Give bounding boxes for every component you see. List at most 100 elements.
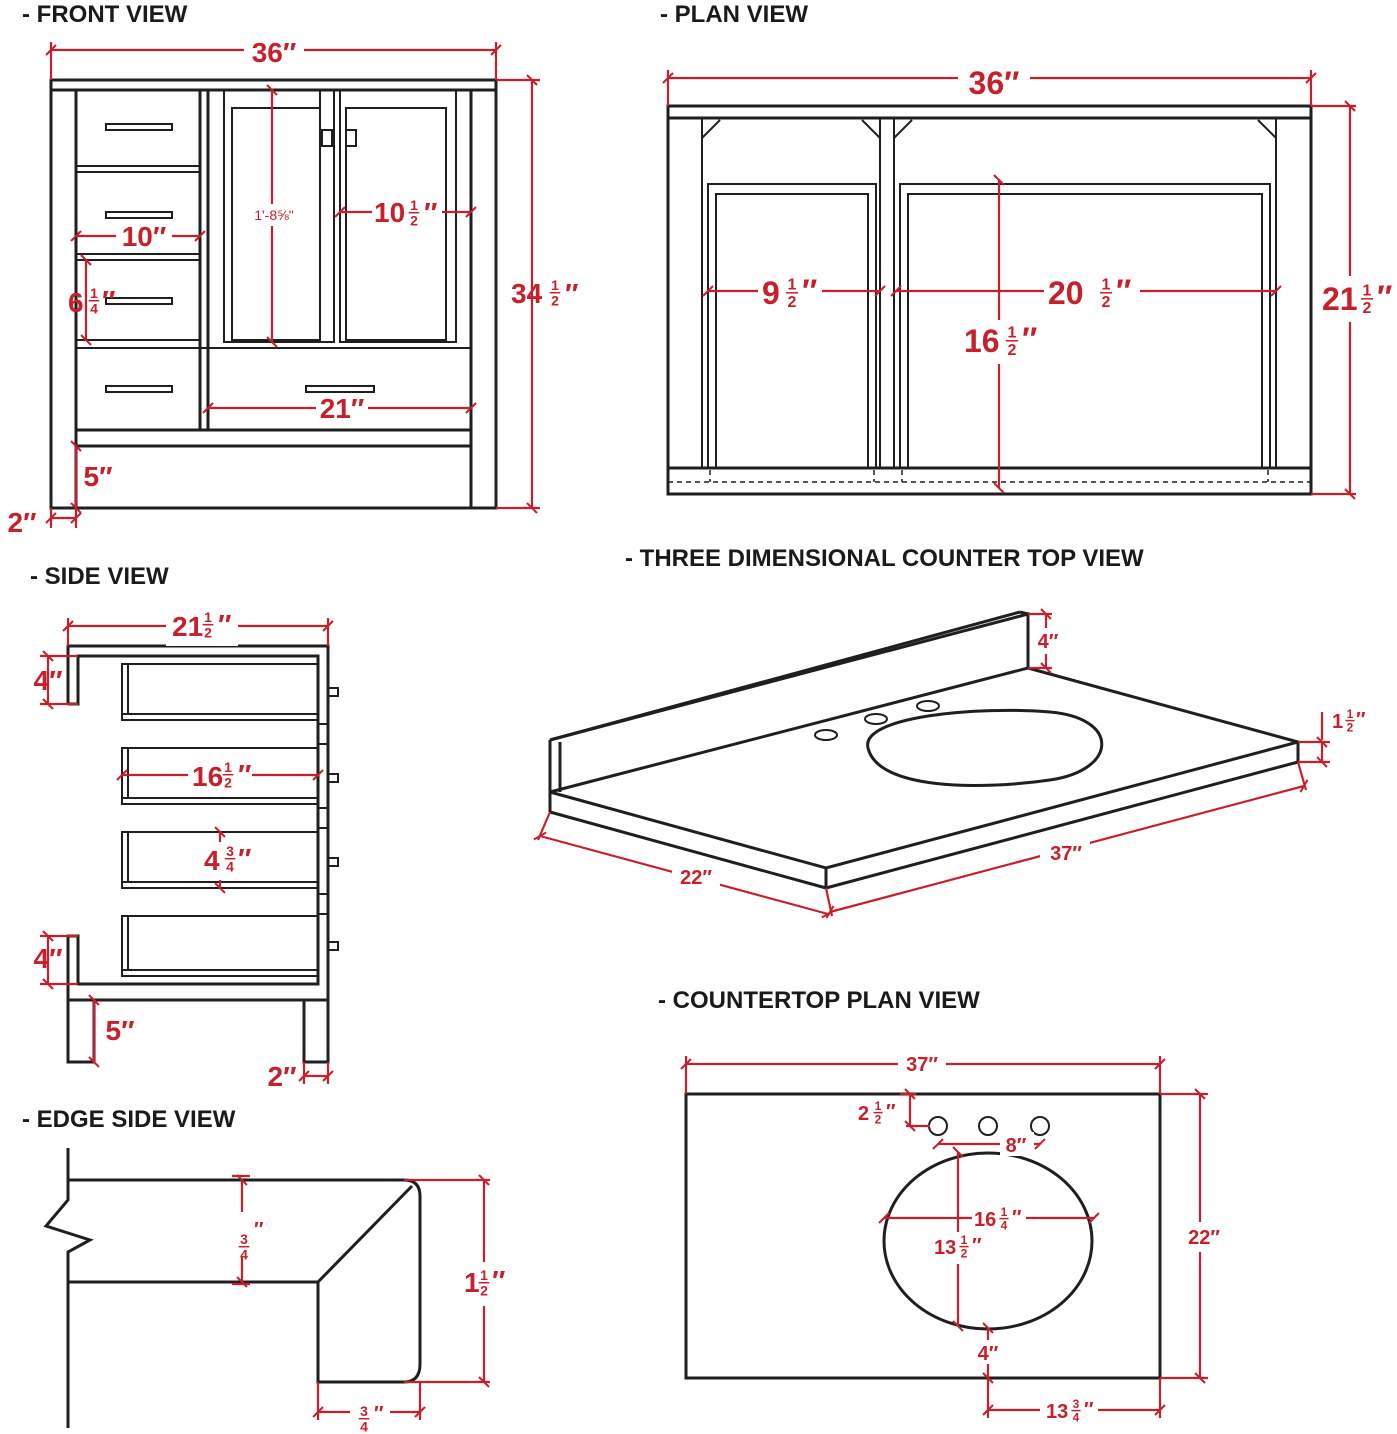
svg-text:16: 16: [964, 323, 1000, 359]
svg-text:12: 12: [788, 277, 797, 312]
svg-text:12: 12: [410, 197, 418, 228]
svg-text:″: ″: [1012, 1207, 1022, 1229]
svg-text:″: ″: [374, 1403, 384, 1425]
svg-text:16: 16: [192, 761, 223, 792]
svg-text:21: 21: [172, 611, 203, 642]
svg-text:34: 34: [226, 843, 234, 874]
side-view-dimensions: [40, 606, 334, 1084]
svg-text:34: 34: [360, 1403, 368, 1434]
svg-text:13: 13: [934, 1237, 956, 1259]
counter3d-drawing: [548, 610, 1304, 890]
front-leg-width-label: 2″: [8, 507, 37, 538]
side-leg-width-label: 2″: [268, 1061, 297, 1092]
side-leg-height-label: 5″: [106, 1015, 135, 1046]
svg-text:13: 13: [1046, 1401, 1068, 1423]
svg-text:34: 34: [240, 1231, 248, 1262]
countertop-plan-drawing: [684, 1092, 1162, 1380]
edge-view-drawing: [43, 1148, 422, 1428]
svg-text:12: 12: [224, 759, 232, 790]
svg-text:″: ″: [1356, 709, 1366, 731]
svg-text:12: 12: [1347, 707, 1354, 734]
svg-text:12: 12: [1102, 277, 1111, 312]
svg-text:1: 1: [1332, 711, 1343, 733]
countertop-length-label: 37″: [906, 1054, 938, 1076]
countertop-faucet-spread-label: 8″: [1006, 1135, 1027, 1157]
svg-text:12: 12: [551, 277, 559, 308]
side-bottom-gap-label: 4″: [34, 943, 63, 974]
front-leg-height-label: 5″: [84, 461, 113, 492]
front-bottom-drawer-label: 21″: [320, 393, 365, 424]
plan-view-dimensions: [662, 62, 1394, 500]
svg-text:″: ″: [972, 1235, 982, 1257]
svg-text:16: 16: [974, 1209, 996, 1231]
countertop-plan-dimensions: [680, 1050, 1226, 1426]
front-width-label: 36″: [252, 37, 297, 68]
front-view-drawing: [49, 78, 498, 510]
svg-text:9: 9: [762, 275, 780, 311]
svg-text:4: 4: [204, 845, 220, 876]
svg-text:″: ″: [886, 1101, 896, 1123]
svg-text:14: 14: [90, 285, 98, 316]
svg-text:″: ″: [565, 278, 578, 309]
plan-view-title: - PLAN VIEW: [660, 1, 808, 28]
svg-text:2: 2: [858, 1103, 869, 1125]
svg-text:14: 14: [1001, 1205, 1008, 1232]
side-top-gap-label: 4″: [34, 665, 63, 696]
svg-text:12: 12: [961, 1233, 968, 1260]
svg-text:12: 12: [480, 1267, 488, 1298]
counter3d-dimensions: [533, 608, 1330, 919]
svg-text:″: ″: [802, 273, 817, 309]
svg-text:″: ″: [218, 609, 231, 640]
front-view-title: - FRONT VIEW: [22, 1, 188, 28]
counter3d-depth-label: 22″: [680, 867, 712, 889]
svg-text:″: ″: [1084, 1399, 1094, 1421]
svg-text:″: ″: [102, 285, 115, 316]
svg-text:10: 10: [374, 197, 405, 228]
svg-text:34: 34: [511, 278, 543, 309]
countertop-plan-view-title: - COUNTERTOP PLAN VIEW: [658, 987, 980, 1014]
front-drawer-width-label: 10″: [122, 221, 167, 252]
counter3d-length-label: 37″: [1050, 843, 1082, 865]
edge-side-view-title: - EDGE SIDE VIEW: [22, 1106, 236, 1133]
front-door-height-label: 1'-8⅝": [254, 207, 294, 223]
edge-view-dimensions: [230, 1174, 508, 1432]
svg-text:1: 1: [464, 1267, 480, 1298]
svg-text:″: ″: [254, 1219, 264, 1241]
svg-text:″: ″: [1116, 273, 1131, 309]
svg-text:″: ″: [1022, 321, 1037, 357]
plan-view-drawing: [666, 104, 1313, 496]
svg-text:″: ″: [1377, 279, 1392, 315]
svg-text:″: ″: [238, 759, 251, 790]
countertop-depth-label: 22″: [1188, 1227, 1220, 1249]
three-d-view-title: - THREE DIMENSIONAL COUNTER TOP VIEW: [625, 545, 1144, 572]
svg-text:20: 20: [1048, 275, 1084, 311]
counter3d-backsplash-label: 4″: [1038, 631, 1059, 653]
svg-text:″: ″: [238, 843, 251, 874]
svg-text:″: ″: [424, 197, 437, 228]
svg-text:12: 12: [1363, 283, 1372, 318]
countertop-front-gap-label: 4″: [978, 1343, 999, 1365]
svg-text:6: 6: [68, 287, 84, 318]
svg-text:12: 12: [1008, 325, 1017, 360]
plan-width-label: 36″: [969, 65, 1020, 101]
front-view-dimensions: [45, 36, 540, 528]
svg-text:″: ″: [492, 1265, 505, 1296]
